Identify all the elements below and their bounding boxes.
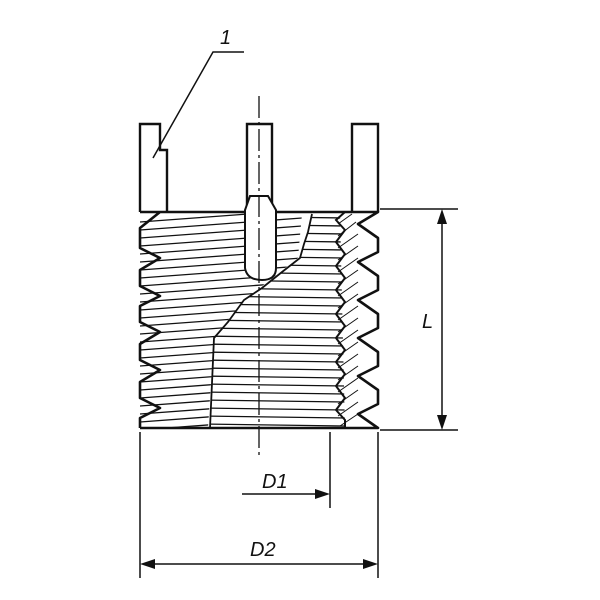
dimension-d2 xyxy=(139,432,379,578)
dimension-l xyxy=(380,208,458,431)
inner-wall-profile xyxy=(334,211,347,428)
length-label: L xyxy=(422,311,433,333)
outer-diameter-label: D2 xyxy=(250,539,276,561)
section-boundary xyxy=(209,213,313,429)
wall-hatching xyxy=(337,213,359,427)
tang-right xyxy=(350,122,380,212)
arrow-d2-left xyxy=(140,559,155,569)
tang-left xyxy=(138,122,169,212)
arrow-l-top xyxy=(437,209,447,224)
outer-thread-lines xyxy=(140,212,302,428)
arrow-l-bottom xyxy=(437,415,447,430)
arrow-d2-right xyxy=(363,559,378,569)
dimension-d1 xyxy=(242,432,331,508)
center-slot xyxy=(244,195,277,282)
insert-body-outline xyxy=(138,210,380,430)
part-leader-line xyxy=(152,51,244,159)
part-number-label: 1 xyxy=(220,27,231,49)
arrow-d1 xyxy=(315,489,330,499)
inner-diameter-label: D1 xyxy=(262,471,288,493)
